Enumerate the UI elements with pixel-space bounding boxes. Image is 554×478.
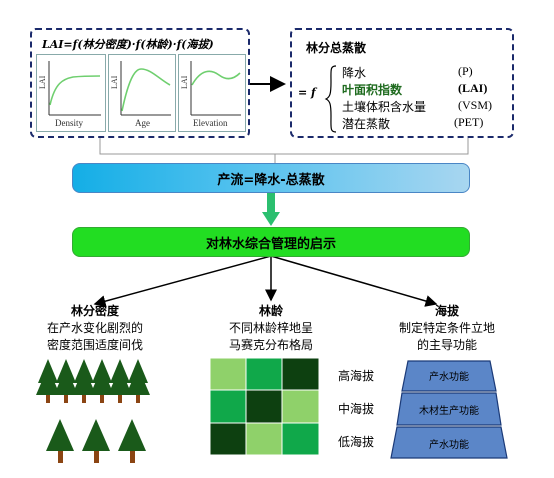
age-plot: LAI Age — [108, 54, 176, 132]
mid-elevation-band — [396, 392, 502, 426]
density-ylabel: LAI — [38, 75, 47, 89]
elevation-trapezoid — [390, 360, 508, 459]
green-arrow-head — [262, 212, 280, 226]
mosaic-cell — [281, 422, 320, 456]
mid-elevation-label: 中海拔 — [338, 402, 375, 416]
age-title: 林龄 — [258, 304, 283, 318]
mid-elevation-function: 木材生产功能 — [419, 406, 479, 417]
mosaic-cell — [281, 357, 320, 391]
age-desc-2: 马赛克分布格局 — [228, 338, 313, 352]
tree-icon — [72, 359, 96, 403]
lai-formula: LAI=f(林分密度)·f(林龄)·f(海拔) — [42, 38, 214, 51]
item-leaf-area-index: 叶面积指数 — [342, 83, 403, 97]
age-curve — [120, 61, 171, 116]
elevation-branch-label: 海拔 制定特定条件立地 的主导功能 — [372, 303, 522, 354]
abbr-soil-moisture: (VSM) — [458, 98, 493, 112]
evapotranspiration-box: 林分总蒸散 = f 降水 (P) 叶面积指数 (LAI) 土壤体积含水量 (VS… — [290, 28, 514, 138]
elevation-xlabel: Elevation — [193, 118, 228, 128]
tree-icon — [126, 359, 150, 403]
age-branch-label: 林龄 不同林龄梓地呈 马赛克分布格局 — [196, 303, 346, 354]
tree-icon — [118, 419, 146, 463]
elevation-title: 海拔 — [434, 304, 459, 318]
age-desc-1: 不同林龄梓地呈 — [228, 321, 313, 335]
low-elevation-function: 产水功能 — [429, 440, 469, 451]
management-implication-bar: 对林水综合管理的启示 — [72, 227, 470, 257]
abbr-leaf-area-index: (LAI) — [458, 81, 488, 95]
low-elevation-label: 低海拔 — [338, 435, 375, 449]
age-ylabel: LAI — [110, 75, 119, 89]
elevation-desc-1: 制定特定条件立地 — [398, 321, 495, 335]
abbr-potential-evapotranspiration: (PET) — [454, 115, 484, 129]
tree-icon — [82, 419, 110, 463]
mosaic-cell — [245, 422, 283, 456]
density-curve — [48, 61, 101, 116]
runoff-equation-bar: 产流=降水-总蒸散 — [72, 163, 470, 193]
tree-illustration — [36, 359, 150, 463]
mosaic-cell — [245, 357, 283, 391]
eq-prefix: = f — [298, 86, 316, 99]
item-soil-moisture: 土壤体积含水量 — [342, 100, 427, 114]
density-desc-1: 在产水变化剧烈的 — [46, 321, 143, 335]
tree-icon — [54, 359, 78, 403]
high-elevation-function: 产水功能 — [429, 372, 469, 383]
abbr-precipitation: (P) — [458, 64, 473, 78]
high-elevation-label: 高海拔 — [338, 369, 375, 383]
green-arrow-shaft — [267, 192, 275, 214]
low-elevation-band — [390, 426, 508, 459]
bracket-connector — [99, 137, 469, 155]
mosaic-cell — [209, 357, 247, 391]
item-potential-evapotranspiration: 潜在蒸散 — [342, 117, 391, 131]
density-desc-2: 密度范围适度间伐 — [46, 338, 143, 352]
tree-icon — [46, 419, 74, 463]
arrow-to-elevation — [270, 255, 438, 307]
left-brace — [324, 65, 337, 133]
density-title: 林分密度 — [70, 304, 119, 318]
elevation-desc-2: 的主导功能 — [416, 338, 477, 352]
elevation-plot: LAI Elevation — [178, 54, 246, 132]
density-branch-label: 林分密度 在产水变化剧烈的 密度范围适度间伐 — [20, 303, 170, 354]
tree-icon — [90, 359, 114, 403]
arrow-to-density — [93, 255, 272, 308]
mosaic-cell — [281, 389, 320, 424]
high-elevation-band — [401, 360, 497, 392]
tree-icon — [36, 359, 60, 403]
item-precipitation: 降水 — [342, 66, 367, 80]
tree-icon — [108, 359, 132, 403]
age-mosaic-grid — [209, 357, 320, 456]
density-xlabel: Density — [55, 118, 83, 128]
elevation-ylabel: LAI — [180, 75, 189, 89]
lai-formula-box: LAI=f(林分密度)·f(林龄)·f(海拔) LAI Density LAI … — [30, 28, 250, 138]
mosaic-cell — [209, 389, 247, 424]
density-plot: LAI Density — [36, 54, 106, 132]
elevation-curve — [190, 61, 241, 116]
mosaic-cell — [245, 389, 283, 424]
evapotranspiration-title: 林分总蒸散 — [306, 41, 367, 55]
mosaic-cell — [209, 422, 247, 456]
age-xlabel: Age — [135, 118, 150, 128]
